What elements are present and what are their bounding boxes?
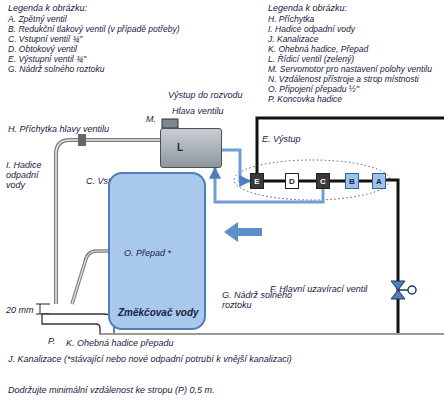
servomotor (162, 119, 178, 128)
shutoff-valve (391, 281, 416, 299)
part-label: Dodržujte minimální vzdálenost ke stropu… (8, 385, 215, 395)
node-text: E (254, 177, 259, 186)
pipe-segment (330, 180, 345, 183)
node-text: D (289, 177, 295, 186)
overflow-hose (72, 251, 110, 304)
legend-entry: H. Příchytka (268, 14, 314, 24)
floor-line (100, 333, 444, 335)
detail-ellipse (234, 160, 390, 200)
legend-entry: J. Kanalizace (268, 34, 319, 44)
part-label: 20 mm (6, 305, 34, 315)
part-label: Legenda k obrázku: (8, 3, 87, 13)
softener-tank: O. Přepad * Změkčovač vody (108, 172, 206, 330)
pipe-valve: E (250, 173, 264, 189)
node-text: L (177, 143, 183, 153)
legend-entry: C. Vstupní ventil ¾" (8, 34, 82, 44)
legend-entry: G. Nádrž solného roztoku (8, 64, 104, 74)
legend-entry: I. Hadice odpadní vody (268, 24, 355, 34)
hose-connector (222, 150, 250, 181)
node-text: A (376, 177, 382, 186)
pipe-valve: B (345, 173, 359, 189)
node-text: C (320, 177, 326, 186)
part-label: P. (48, 336, 55, 346)
legend-entry: O. Připojení přepadu ½" (268, 84, 359, 94)
air-gap-dimension (36, 304, 50, 314)
part-label: Legenda k obrázku: (268, 3, 347, 13)
part-label: Hlava ventilu (172, 106, 224, 116)
pipe-valve: A (372, 173, 386, 189)
pipe-segment (359, 180, 372, 183)
flow-arrow (224, 222, 262, 242)
legend-entry: D. Obtokový ventil (8, 44, 77, 54)
legend-entry: P. Koncovka hadice (268, 94, 342, 104)
part-label: K. Ohebná hadice přepadu (66, 338, 174, 348)
legend-entry: B. Redukční tlakový ventil (v případě po… (8, 24, 180, 34)
part-label: Výstup do rozvodu (168, 90, 243, 100)
legend-entry: A. Zpětný ventil (8, 14, 67, 24)
node-text: B (349, 177, 355, 186)
part-label: E. Výstup (262, 134, 301, 144)
part-label: F. Hlavní uzavírací ventil (270, 284, 367, 294)
outlet-pipe (257, 118, 444, 173)
node-text: Změkčovač vody (118, 308, 199, 318)
inlet-riser (386, 180, 398, 334)
part-label: I. Hadice odpadní vody (6, 160, 52, 190)
part-label: M. (146, 114, 156, 124)
legend-entry: L. Řídicí ventil (zelený) (268, 54, 354, 64)
valve-head: L (160, 128, 222, 168)
hose-clip (78, 134, 86, 146)
pipe-segment (299, 180, 316, 183)
pipe-valve: C (316, 173, 330, 189)
part-label: J. Kanalizace (*stávající nebo nové odpa… (8, 354, 292, 364)
hose-connector (215, 168, 323, 202)
legend-entry: E. Výstupní ventil ¾" (8, 54, 86, 64)
part-label: H. Příchytka hlavy ventilu (8, 124, 109, 134)
pipe-segment (264, 180, 285, 183)
node-text: O. Přepad * (124, 248, 171, 258)
legend-entry: K. Ohebná hadice, Přepad (268, 44, 368, 54)
pipe-valve: D (285, 173, 299, 189)
legend-entry: M. Servomotor pro nastavení polohy venti… (268, 64, 432, 74)
sewer-pipe (42, 314, 114, 334)
overflow-hose-core (72, 251, 110, 304)
legend-entry: N. Vzdálenost přístroje a strop místnost… (268, 74, 419, 84)
